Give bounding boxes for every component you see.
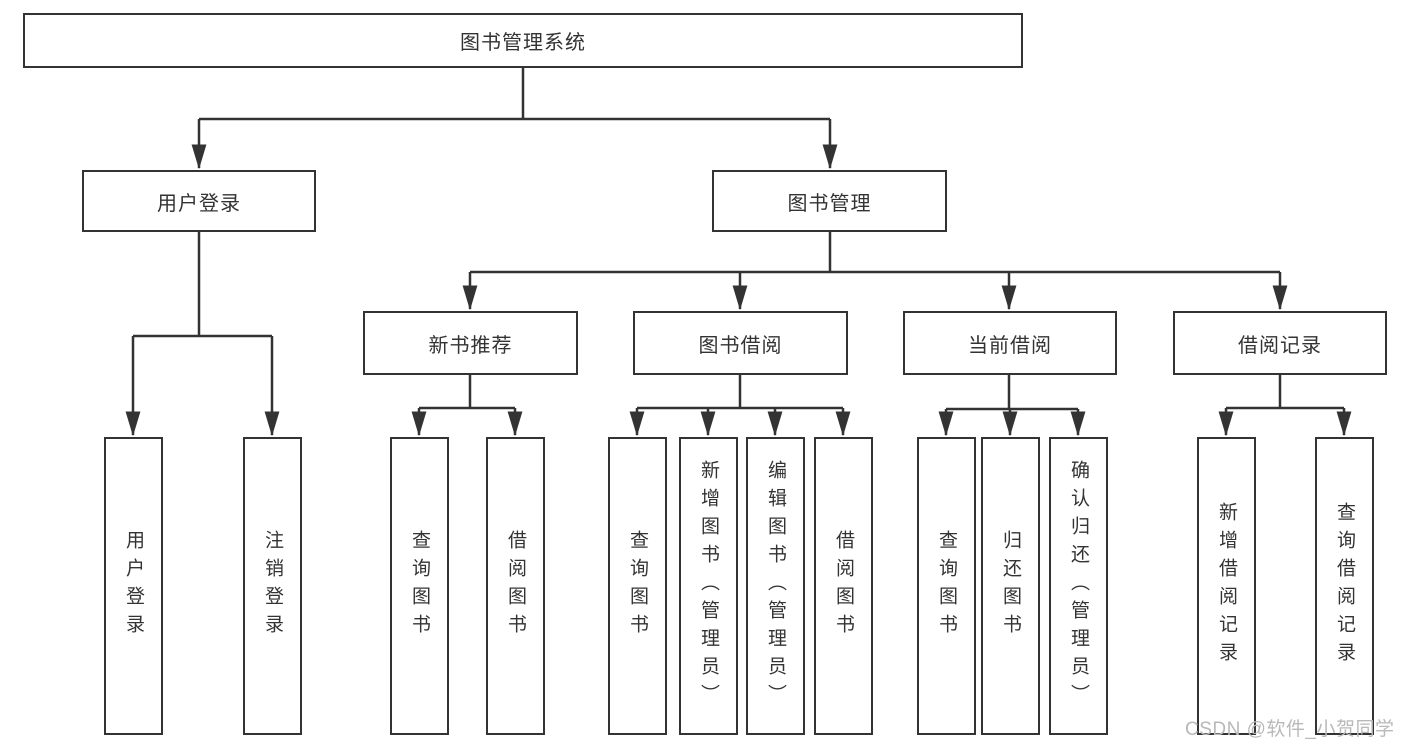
leaf-edit-books-admin: 编辑图书（管理员） bbox=[746, 437, 805, 735]
node-label: 图书借阅 bbox=[698, 334, 783, 357]
leaf-confirm-return-admin: 确认归还（管理员） bbox=[1049, 437, 1108, 735]
leaf-label: 借阅图书 bbox=[505, 530, 526, 642]
node-label: 用户登录 bbox=[157, 192, 241, 215]
leaf-user-login: 用户登录 bbox=[104, 437, 163, 735]
leaf-label: 归还图书 bbox=[1000, 530, 1021, 642]
node-user-login: 用户登录 bbox=[82, 170, 316, 232]
leaf-label: 用户登录 bbox=[123, 530, 144, 642]
leaf-label: 查询图书 bbox=[409, 530, 430, 642]
leaf-query-books-recommend: 查询图书 bbox=[390, 437, 449, 735]
leaf-label: 编辑图书（管理员） bbox=[765, 460, 786, 712]
leaf-label: 新增图书（管理员） bbox=[698, 460, 719, 712]
leaf-label: 查询图书 bbox=[627, 530, 648, 642]
csdn-watermark: CSDN @软件_小贺同学 bbox=[1185, 719, 1395, 740]
leaf-label: 新增借阅记录 bbox=[1216, 502, 1237, 670]
leaf-logout: 注销登录 bbox=[243, 437, 302, 735]
leaf-borrow-books-recommend: 借阅图书 bbox=[486, 437, 545, 735]
leaf-label: 查询图书 bbox=[936, 530, 957, 642]
leaf-label: 借阅图书 bbox=[833, 530, 854, 642]
node-label: 当前借阅 bbox=[968, 334, 1052, 357]
leaf-add-borrow-record: 新增借阅记录 bbox=[1197, 437, 1256, 735]
leaf-add-books-admin: 新增图书（管理员） bbox=[679, 437, 738, 735]
leaf-label: 注销登录 bbox=[262, 530, 283, 642]
leaf-label: 确认归还（管理员） bbox=[1068, 460, 1089, 712]
leaf-query-borrow-record: 查询借阅记录 bbox=[1315, 437, 1374, 735]
leaf-query-books-current: 查询图书 bbox=[917, 437, 976, 735]
node-current-borrow: 当前借阅 bbox=[903, 311, 1117, 375]
node-book-management: 图书管理 bbox=[712, 170, 947, 232]
node-label: 图书管理 bbox=[787, 192, 872, 215]
leaf-return-books: 归还图书 bbox=[981, 437, 1040, 735]
node-book-borrow: 图书借阅 bbox=[633, 311, 848, 375]
leaf-borrow-books: 借阅图书 bbox=[814, 437, 873, 735]
node-label: 图书管理系统 bbox=[460, 32, 586, 54]
node-label: 借阅记录 bbox=[1238, 334, 1322, 357]
node-borrow-records: 借阅记录 bbox=[1173, 311, 1387, 375]
node-label: 新书推荐 bbox=[428, 334, 513, 357]
node-root-library-system: 图书管理系统 bbox=[23, 13, 1023, 68]
leaf-query-books-borrow: 查询图书 bbox=[608, 437, 667, 735]
leaf-label: 查询借阅记录 bbox=[1334, 502, 1355, 670]
node-new-book-recommend: 新书推荐 bbox=[363, 311, 578, 375]
